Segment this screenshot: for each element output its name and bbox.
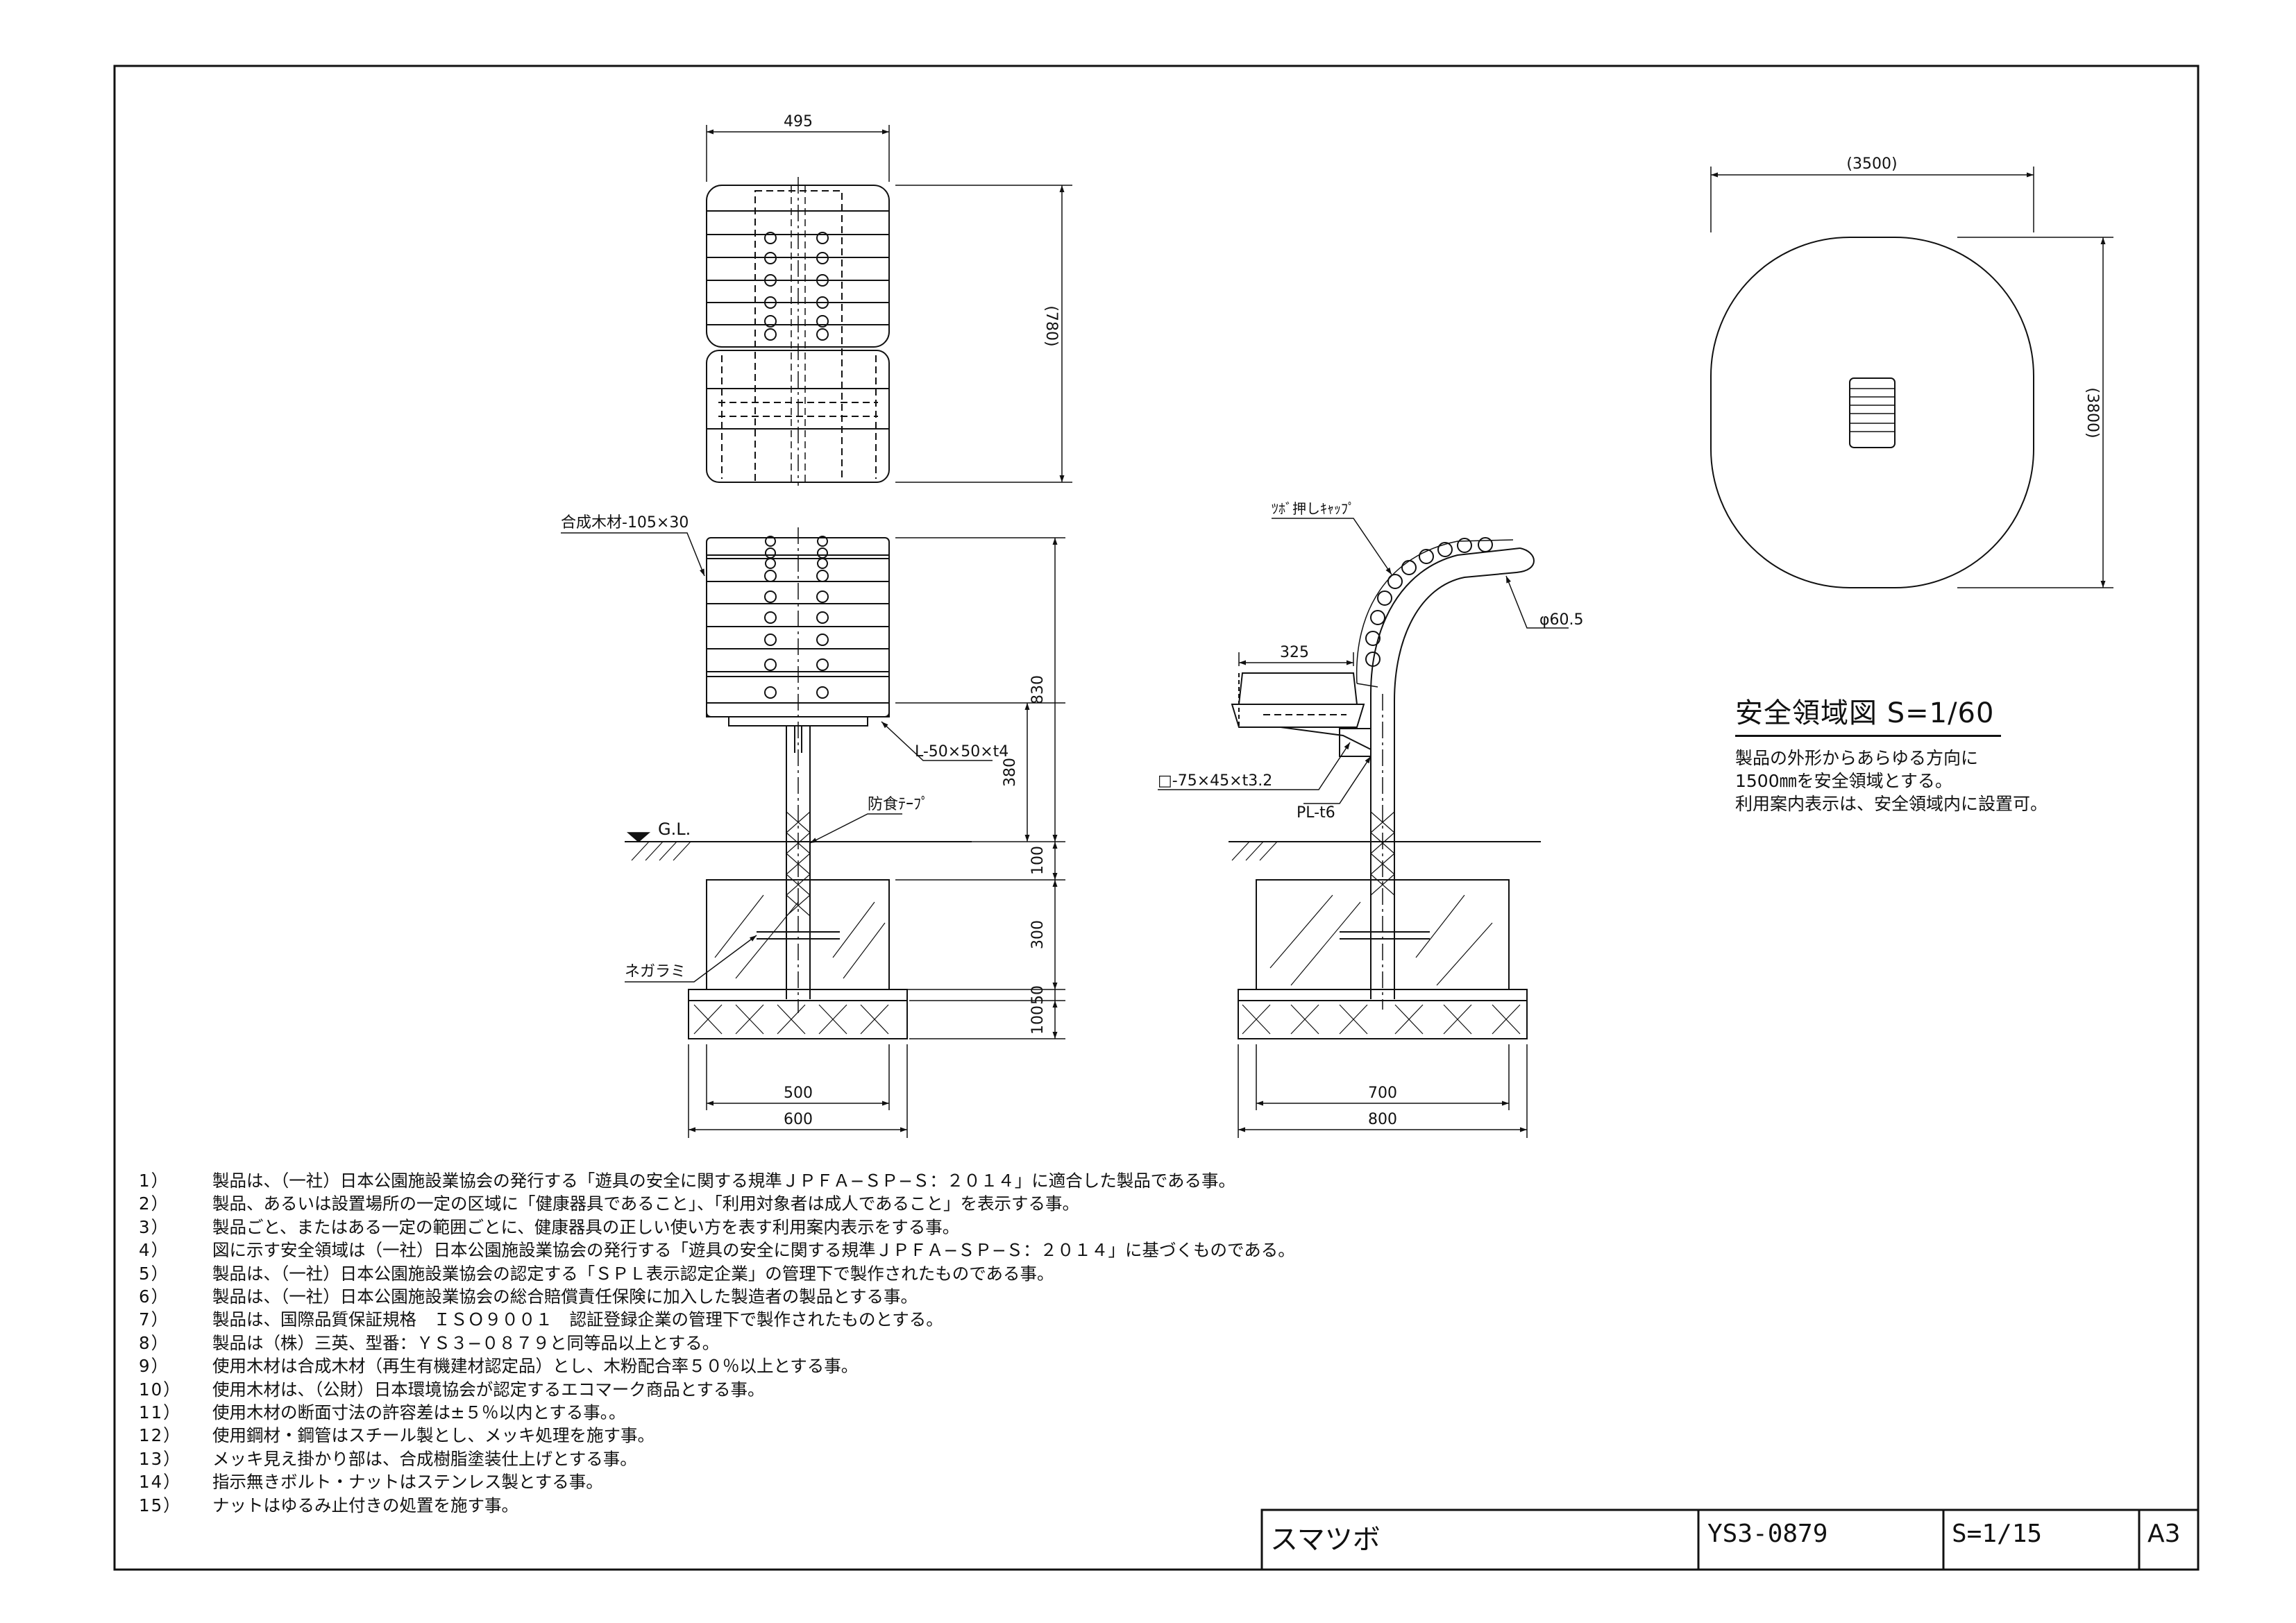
note-text: 図に示す安全領域は（一社）日本公園施設業協会の発行する「遊具の安全に関する規準Ｊ… [212, 1240, 1295, 1261]
note-number: 2） [139, 1193, 170, 1214]
drawing-scale: S=1/15 [1952, 1520, 2043, 1548]
note-text: ナットはゆるみ止付きの処置を施す事。 [212, 1495, 518, 1515]
dim-3800: (3800) [2084, 387, 2101, 438]
dim-50: 50 [1029, 985, 1047, 1005]
dim-800: 800 [1368, 1111, 1397, 1128]
title-block [1260, 1509, 2198, 1570]
note-text: 使用木材は合成木材（再生有機建材認定品）とし、木粉配合率５０％以上とする事。 [212, 1356, 859, 1377]
front-dimensions [561, 532, 1065, 1138]
note-item: 8） 製品は（株）三英、型番：ＹＳ３−０８７９と同等品以上とする。 [139, 1332, 1295, 1354]
safety-line-2: 1500㎜を安全領域とする。 [1735, 771, 1952, 791]
label-anchor: ネガラミ [625, 963, 686, 980]
note-text: 指示無きボルト・ナットはステンレス製とする事。 [212, 1472, 603, 1493]
note-text: 製品は、（一社）日本公園施設業協会の発行する「遊具の安全に関する規準ＪＰＦＡ−Ｓ… [212, 1171, 1236, 1191]
note-item: 2） 製品、あるいは設置場所の一定の区域に「健康器具であること」、「利用対象者は成… [139, 1192, 1295, 1215]
side-view [1229, 537, 1541, 1039]
product-code: YS3-0879 [1707, 1520, 1828, 1548]
note-number: 4） [139, 1240, 170, 1261]
front-view [625, 527, 972, 1039]
note-number: 7） [139, 1309, 170, 1330]
safety-area-diagram [1710, 237, 2034, 588]
safety-dimensions [1710, 167, 2113, 588]
note-number: 13） [139, 1448, 182, 1469]
dim-100-b: 100 [1029, 1005, 1047, 1035]
note-number: 1） [139, 1171, 170, 1191]
note-item: 13） メッキ見え掛かり部は、合成樹脂塗装仕上げとする事。 [139, 1447, 1295, 1470]
dim-300: 300 [1029, 920, 1047, 949]
note-text: 製品は、国際品質保証規格 ＩＳＯ９００１ 認証登録企業の管理下で製作されたものと… [212, 1309, 943, 1330]
note-item: 1） 製品は、（一社）日本公園施設業協会の発行する「遊具の安全に関する規準ＪＰＦＡ… [139, 1169, 1295, 1192]
note-item: 3） 製品ごと、またはある一定の範囲ごとに、健康器具の正しい使い方を表す利用案内表… [139, 1216, 1295, 1239]
dim-495: 495 [784, 113, 813, 130]
note-item: 4） 図に示す安全領域は（一社）日本公園施設業協会の発行する「遊具の安全に関する規… [139, 1239, 1295, 1261]
side-dimensions [1158, 518, 1569, 1138]
note-text: 製品は、（一社）日本公園施設業協会の総合賠償責任保険に加入した製造者の製品とする… [212, 1286, 918, 1307]
note-number: 3） [139, 1216, 170, 1237]
note-text: 製品ごと、またはある一定の範囲ごとに、健康器具の正しい使い方を表す利用案内表示を… [212, 1216, 960, 1237]
spec-notes: 1） 製品は、（一社）日本公園施設業協会の発行する「遊具の安全に関する規準ＪＰＦＡ… [139, 1169, 1295, 1517]
note-number: 14） [139, 1472, 182, 1493]
plan-view [706, 177, 890, 486]
note-number: 11） [139, 1402, 182, 1423]
label-angle: L-50×50×t4 [915, 743, 1008, 760]
label-sq-pipe: □-75×45×t3.2 [1158, 772, 1272, 790]
note-item: 14） 指示無きボルト・ナットはステンレス製とする事。 [139, 1470, 1295, 1493]
dim-700: 700 [1368, 1085, 1397, 1102]
note-number: 5） [139, 1263, 170, 1284]
label-wood: 合成木材-105×30 [561, 514, 689, 532]
note-text: 製品、あるいは設置場所の一定の区域に「健康器具であること」、「利用対象者は成人で… [212, 1193, 1080, 1214]
dim-100-a: 100 [1029, 846, 1047, 875]
note-item: 11） 使用木材の断面寸法の許容差は±５％以内とする事。。 [139, 1401, 1295, 1424]
safety-line-1: 製品の外形からあらゆる方向に [1735, 748, 1979, 768]
note-text: 使用鋼材・鋼管はスチール製とし、メッキ処理を施す事。 [212, 1425, 655, 1446]
paper-size: A3 [2147, 1520, 2181, 1548]
note-number: 15） [139, 1495, 182, 1515]
product-name: スマツボ [1270, 1524, 1381, 1556]
note-text: 使用木材の断面寸法の許容差は±５％以内とする事。。 [212, 1402, 626, 1423]
note-item: 7） 製品は、国際品質保証規格 ＩＳＯ９００１ 認証登録企業の管理下で製作されたも… [139, 1308, 1295, 1331]
dim-380: 380 [1002, 758, 1019, 787]
drawing-border [113, 65, 2200, 1571]
safety-title: 安全領域図 S=1/60 [1735, 690, 2002, 737]
label-pipe: φ60.5 [1539, 611, 1584, 629]
note-item: 5） 製品は、（一社）日本公園施設業協会の認定する「ＳＰＬ表示認定企業」の管理下で… [139, 1262, 1295, 1285]
note-number: 6） [139, 1286, 170, 1307]
safety-line-3: 利用案内表示は、安全領域内に設置可。 [1735, 794, 2048, 814]
dim-325: 325 [1280, 644, 1309, 661]
note-number: 10） [139, 1379, 182, 1400]
note-item: 6） 製品は、（一社）日本公園施設業協会の総合賠償責任保険に加入した製造者の製品と… [139, 1285, 1295, 1308]
note-text: 製品は、（一社）日本公園施設業協会の認定する「ＳＰＬ表示認定企業」の管理下で製作… [212, 1263, 1054, 1284]
note-number: 12） [139, 1425, 182, 1446]
note-item: 12） 使用鋼材・鋼管はスチール製とし、メッキ処理を施す事。 [139, 1424, 1295, 1447]
label-plate: PL-t6 [1297, 804, 1335, 822]
note-text: メッキ見え掛かり部は、合成樹脂塗装仕上げとする事。 [212, 1448, 637, 1469]
label-gl: G.L. [658, 819, 691, 839]
note-item: 15） ナットはゆるみ止付きの処置を施す事。 [139, 1494, 1295, 1517]
note-item: 10） 使用木材は、（公財）日本環境協会が認定するエコマーク商品とする事。 [139, 1378, 1295, 1401]
note-number: 9） [139, 1356, 170, 1377]
plan-dimensions [706, 125, 1072, 483]
dim-500: 500 [784, 1085, 813, 1102]
dim-3500: (3500) [1846, 155, 1897, 173]
note-text: 使用木材は、（公財）日本環境協会が認定するエコマーク商品とする事。 [212, 1379, 765, 1400]
label-tape: 防食ﾃｰﾌﾟ [868, 796, 929, 813]
note-item: 9） 使用木材は合成木材（再生有機建材認定品）とし、木粉配合率５０％以上とする事。 [139, 1354, 1295, 1377]
safety-area-caption: 安全領域図 S=1/60 製品の外形からあらゆる方向に 1500㎜を安全領域とす… [1735, 690, 2048, 815]
note-text: 製品は（株）三英、型番：ＹＳ３−０８７９と同等品以上とする。 [212, 1332, 720, 1353]
dim-830: 830 [1029, 675, 1047, 704]
note-number: 8） [139, 1332, 170, 1353]
dim-780: (780) [1043, 305, 1060, 346]
dim-600: 600 [784, 1111, 813, 1128]
label-cap: ﾂﾎﾞ押しｷｬｯﾌﾟ [1272, 500, 1355, 517]
